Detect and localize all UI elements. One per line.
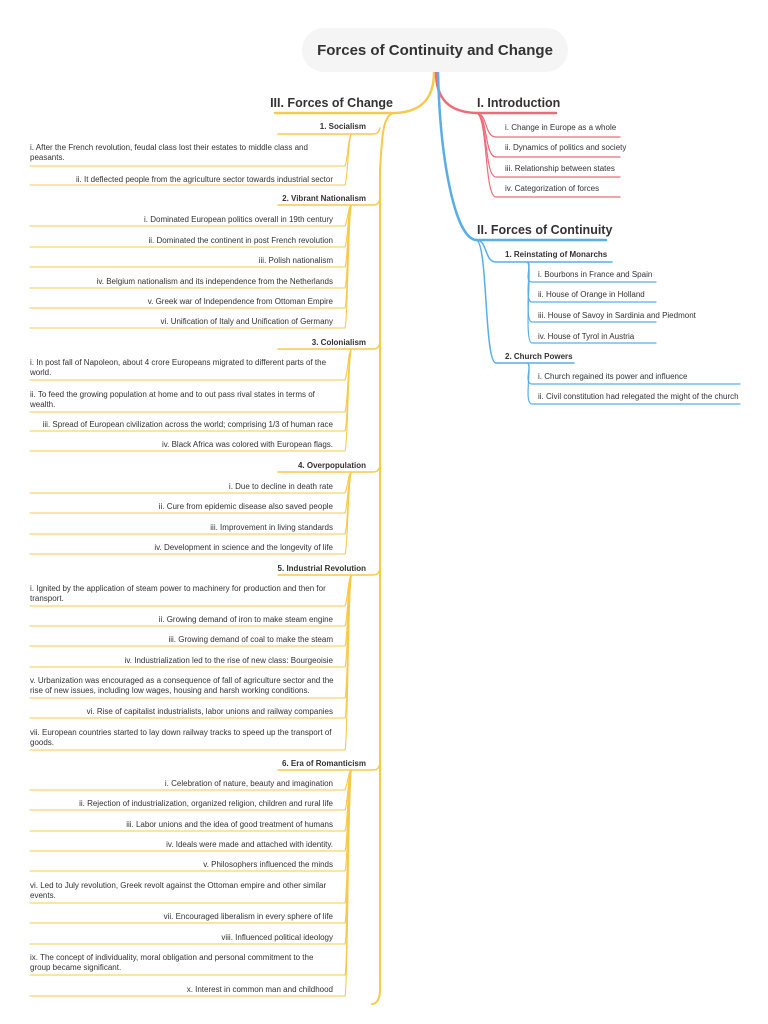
change-item[interactable]: ii. Dominated the continent in post Fren… [148,236,333,245]
change-item[interactable]: vi. Unification of Italy and Unification… [160,317,333,326]
branch-introduction-title: I. Introduction [477,96,561,110]
change-item[interactable]: i. Ignited by the application of steam p… [30,584,326,603]
branch-continuity-title: II. Forces of Continuity [477,223,613,237]
change-item[interactable]: vii. European countries started to lay d… [30,728,332,747]
intro-item[interactable]: iv. Categorization of forces [505,184,600,193]
change-item[interactable]: iv. Black Africa was colored with Europe… [161,440,333,449]
change-item[interactable]: iv. Development in science and the longe… [154,543,333,552]
change-item[interactable]: ii. Growing demand of iron to make steam… [158,615,333,624]
change-section-title[interactable]: 6. Era of Romanticism [281,759,366,768]
change-item[interactable]: iv. Ideals were made and attached with i… [166,840,333,849]
intro-item[interactable]: i. Change in Europe as a whole [505,123,617,132]
change-item[interactable]: iv. Industrialization led to the rise of… [124,656,333,665]
central-topic-title: Forces of Continuity and Change [317,41,553,59]
branch-continuity[interactable]: II. Forces of Continuity [477,223,612,237]
change-item[interactable]: i. Due to decline in death rate [228,482,333,491]
change-item[interactable]: vi. Rise of capitalist industrialists, l… [86,707,333,716]
continuity-item[interactable]: ii. Civil constitution had relegated the… [538,392,739,401]
change-item[interactable]: v. Urbanization was encouraged as a cons… [30,676,334,695]
intro-item[interactable]: ii. Dynamics of politics and society [505,143,627,152]
change-item[interactable]: vi. Led to July revolution, Greek revolt… [30,881,327,900]
change-item[interactable]: iii. Improvement in living standards [210,523,333,532]
branch-change[interactable]: III. Forces of Change [270,96,393,110]
change-item[interactable]: iii. Growing demand of coal to make the … [168,635,333,644]
change-item[interactable]: viii. Influenced political ideology [221,933,333,942]
change-item[interactable]: ii. Cure from epidemic disease also save… [158,502,333,511]
intro-item[interactable]: iii. Relationship between states [505,164,615,173]
change-item[interactable]: ii. Rejection of industrialization, orga… [79,799,333,808]
change-item[interactable]: v. Greek war of Independence from Ottoma… [147,297,333,306]
change-item[interactable]: iv. Belgium nationalism and its independ… [96,277,333,286]
change-item[interactable]: i. In post fall of Napoleon, about 4 cro… [30,358,327,377]
change-item[interactable]: i. Celebration of nature, beauty and ima… [164,779,333,788]
continuity-item[interactable]: ii. House of Orange in Holland [538,290,645,299]
change-section-title[interactable]: 4. Overpopulation [297,461,366,470]
central-topic[interactable]: Forces of Continuity and Change [302,28,568,72]
change-item[interactable]: iii. Labor unions and the idea of good t… [126,820,333,829]
change-item[interactable]: ii. It deflected people from the agricul… [75,175,333,184]
change-section-title[interactable]: 3. Colonialism [311,338,366,347]
continuity-section-title[interactable]: 2. Church Powers [505,352,573,361]
continuity-item[interactable]: iv. House of Tyrol in Austria [538,332,635,341]
change-item[interactable]: iii. Spread of European civilization acr… [42,420,333,429]
change-section-title[interactable]: 5. Industrial Revolution [277,564,366,573]
change-item[interactable]: ix. The concept of individuality, moral … [30,953,314,972]
branch-change-title: III. Forces of Change [270,96,393,110]
change-section-title[interactable]: 2. Vibrant Nationalism [282,194,366,203]
change-item[interactable]: iii. Polish nationalism [258,256,333,265]
change-item[interactable]: i. Dominated European politics overall i… [144,215,333,224]
continuity-item[interactable]: i. Bourbons in France and Spain [538,270,653,279]
change-item[interactable]: v. Philosophers influenced the minds [203,860,333,869]
change-item[interactable]: x. Interest in common man and childhood [186,985,333,994]
change-section-title[interactable]: 1. Socialism [319,122,366,131]
change-trunk-line [371,112,396,1005]
change-item[interactable]: i. After the French revolution, feudal c… [30,143,308,162]
branch-introduction[interactable]: I. Introduction [477,96,560,110]
continuity-item[interactable]: iii. House of Savoy in Sardinia and Pied… [538,311,696,320]
change-item[interactable]: ii. To feed the growing population at ho… [30,390,315,409]
continuity-item[interactable]: i. Church regained its power and influen… [538,372,688,381]
continuity-section-title[interactable]: 1. Reinstating of Monarchs [505,250,608,259]
change-item[interactable]: vii. Encouraged liberalism in every sphe… [163,912,333,921]
